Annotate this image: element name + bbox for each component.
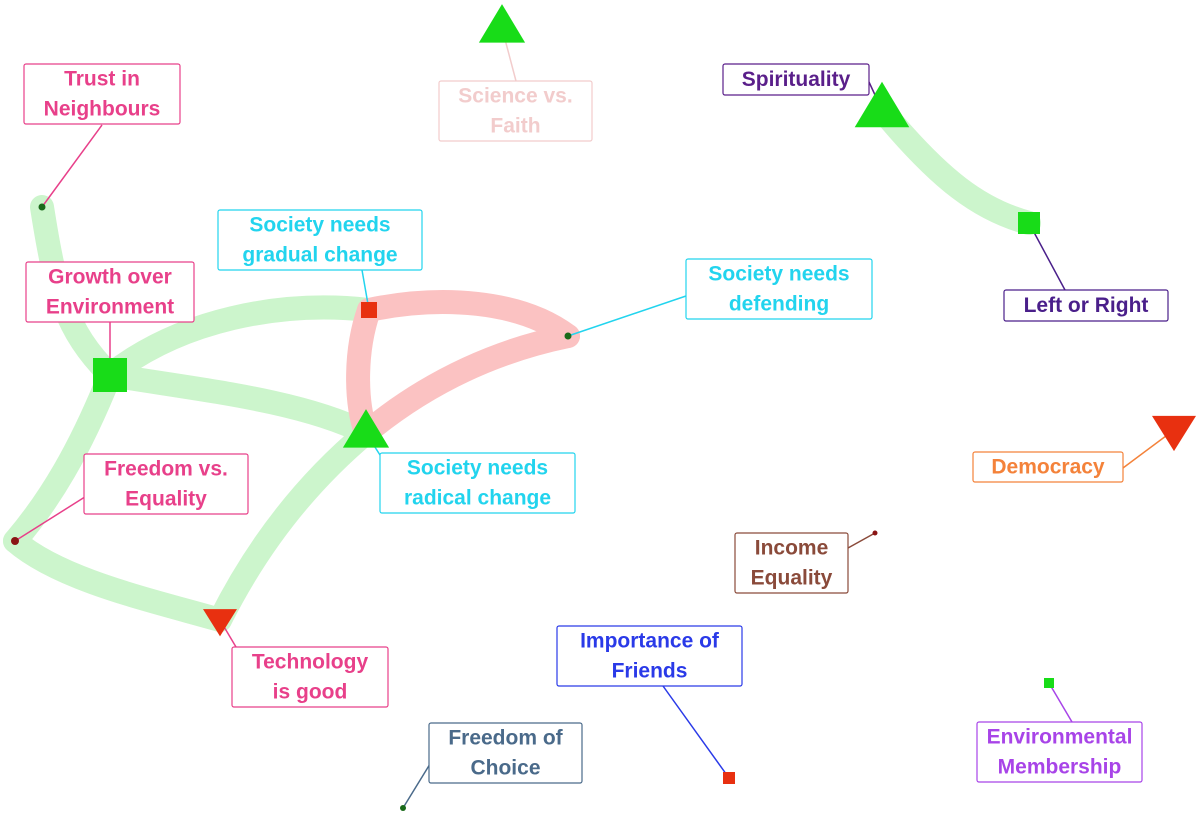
node-label-spirituality[interactable]: Spirituality (722, 63, 870, 96)
node-label-box-freedom-equality (83, 453, 249, 515)
node-label-text-spirituality-line-1: Spirituality (742, 68, 851, 91)
markers-layer (11, 4, 1196, 811)
node-label-text-growth-environment-line-2: Environment (46, 296, 174, 319)
node-marker-technology-good[interactable] (203, 609, 237, 637)
node-marker-radical-change[interactable] (342, 409, 390, 448)
node-label-freedom-equality[interactable]: Freedom vs. Equality (83, 453, 249, 515)
node-label-text-gradual-change-line-2: gradual change (242, 244, 397, 267)
labels-layer: Trust in Neighbours Science vs. Faith Spirit… (23, 63, 1169, 784)
node-marker-trust-neighbours[interactable] (38, 203, 46, 211)
node-label-text-radical-change-line-1: Society needs (407, 457, 548, 480)
node-label-text-income-equality-line-2: Equality (751, 567, 833, 590)
node-label-box-gradual-change (217, 209, 423, 271)
leader-line-society-defending (567, 295, 687, 337)
node-label-box-environmental-membership (976, 721, 1143, 783)
leader-line-left-right (1028, 222, 1066, 291)
node-label-text-radical-change-line-2: radical change (404, 487, 551, 510)
node-label-text-freedom-equality-line-1: Freedom vs. (104, 458, 228, 481)
node-label-text-environmental-membership-line-1: Environmental (987, 726, 1133, 749)
node-label-box-democracy (972, 451, 1124, 483)
node-marker-science-faith[interactable] (478, 4, 526, 43)
node-label-text-trust-neighbours-line-2: Neighbours (44, 98, 161, 121)
leader-lines-layer (14, 27, 1175, 809)
node-marker-left-right[interactable] (1018, 212, 1040, 234)
node-label-box-income-equality (734, 532, 849, 594)
node-label-text-technology-good-line-1: Technology (252, 651, 369, 674)
node-label-text-income-equality-line-1: Income (755, 537, 829, 560)
node-label-text-importance-friends-line-1: Importance of (580, 630, 720, 653)
leader-line-importance-friends (662, 685, 730, 779)
leader-line-income-equality (847, 532, 876, 549)
node-label-trust-neighbours[interactable]: Trust in Neighbours (23, 63, 181, 125)
node-marker-society-defending[interactable] (564, 332, 572, 340)
node-label-text-technology-good-line-2: is good (273, 681, 348, 704)
node-label-importance-friends[interactable]: Importance of Friends (556, 625, 743, 687)
node-label-text-freedom-choice-line-1: Freedom of (448, 727, 563, 750)
node-label-text-democracy-line-1: Democracy (991, 456, 1105, 479)
edge-radical-change-to-society-defending (354, 324, 580, 445)
node-label-text-society-defending-line-2: defending (729, 293, 829, 316)
leader-line-freedom-equality (14, 494, 89, 542)
node-label-text-environmental-membership-line-2: Membership (998, 756, 1122, 779)
node-label-left-right[interactable]: Left or Right (1003, 289, 1169, 322)
edge-growth-environment-to-freedom-equality (3, 363, 122, 553)
node-label-science-faith[interactable]: Science vs. Faith (438, 80, 593, 142)
node-label-box-freedom-choice (428, 722, 583, 784)
node-label-box-society-defending (685, 258, 873, 320)
node-label-box-growth-environment (25, 261, 195, 323)
node-marker-growth-environment[interactable] (93, 358, 127, 392)
node-marker-freedom-choice[interactable] (400, 805, 406, 811)
node-label-box-spirituality (722, 63, 870, 96)
edge-growth-environment-to-radical-change (98, 363, 378, 445)
node-label-text-left-right-line-1: Left or Right (1024, 294, 1149, 317)
node-label-box-technology-good (231, 646, 389, 708)
node-marker-income-equality[interactable] (872, 530, 878, 536)
edge-gradual-change-to-society-defending (357, 290, 580, 348)
edge-technology-good-to-radical-change (208, 421, 378, 632)
node-label-box-trust-neighbours (23, 63, 181, 125)
node-label-freedom-choice[interactable]: Freedom of Choice (428, 722, 583, 784)
node-label-text-freedom-choice-line-2: Choice (470, 757, 540, 780)
node-label-box-left-right (1003, 289, 1169, 322)
node-label-democracy[interactable]: Democracy (972, 451, 1124, 483)
node-label-technology-good[interactable]: Technology is good (231, 646, 389, 708)
node-label-radical-change[interactable]: Society needs radical change (379, 452, 576, 514)
edge-spirituality-to-left-right (870, 98, 1041, 235)
leader-line-trust-neighbours (41, 124, 103, 208)
node-marker-gradual-change[interactable] (361, 302, 377, 318)
node-marker-democracy[interactable] (1152, 415, 1196, 452)
node-label-society-defending[interactable]: Society needs defending (685, 258, 873, 320)
node-label-box-science-faith (438, 80, 593, 142)
edge-growth-environment-to-gradual-change (98, 295, 381, 387)
leader-line-freedom-choice (402, 763, 431, 809)
node-label-box-importance-friends (556, 625, 743, 687)
node-label-text-science-faith-line-2: Faith (490, 115, 540, 138)
node-label-text-trust-neighbours-line-1: Trust in (64, 68, 140, 91)
node-label-text-importance-friends-line-2: Friends (612, 660, 688, 683)
leader-line-environmental-membership (1048, 682, 1073, 723)
node-label-text-freedom-equality-line-2: Equality (125, 488, 207, 511)
edges-layer (3, 98, 1041, 632)
node-marker-environmental-membership[interactable] (1044, 678, 1054, 688)
node-marker-spirituality[interactable] (854, 81, 910, 128)
node-label-gradual-change[interactable]: Society needs gradual change (217, 209, 423, 271)
node-label-text-science-faith-line-1: Science vs. (458, 85, 572, 108)
node-label-text-gradual-change-line-1: Society needs (249, 214, 390, 237)
node-label-box-radical-change (379, 452, 576, 514)
node-label-text-growth-environment-line-1: Growth over (48, 266, 172, 289)
edge-freedom-equality-to-technology-good (3, 529, 232, 632)
node-marker-freedom-equality[interactable] (11, 537, 19, 545)
node-label-text-society-defending-line-1: Society needs (708, 263, 849, 286)
node-marker-importance-friends[interactable] (723, 772, 735, 784)
